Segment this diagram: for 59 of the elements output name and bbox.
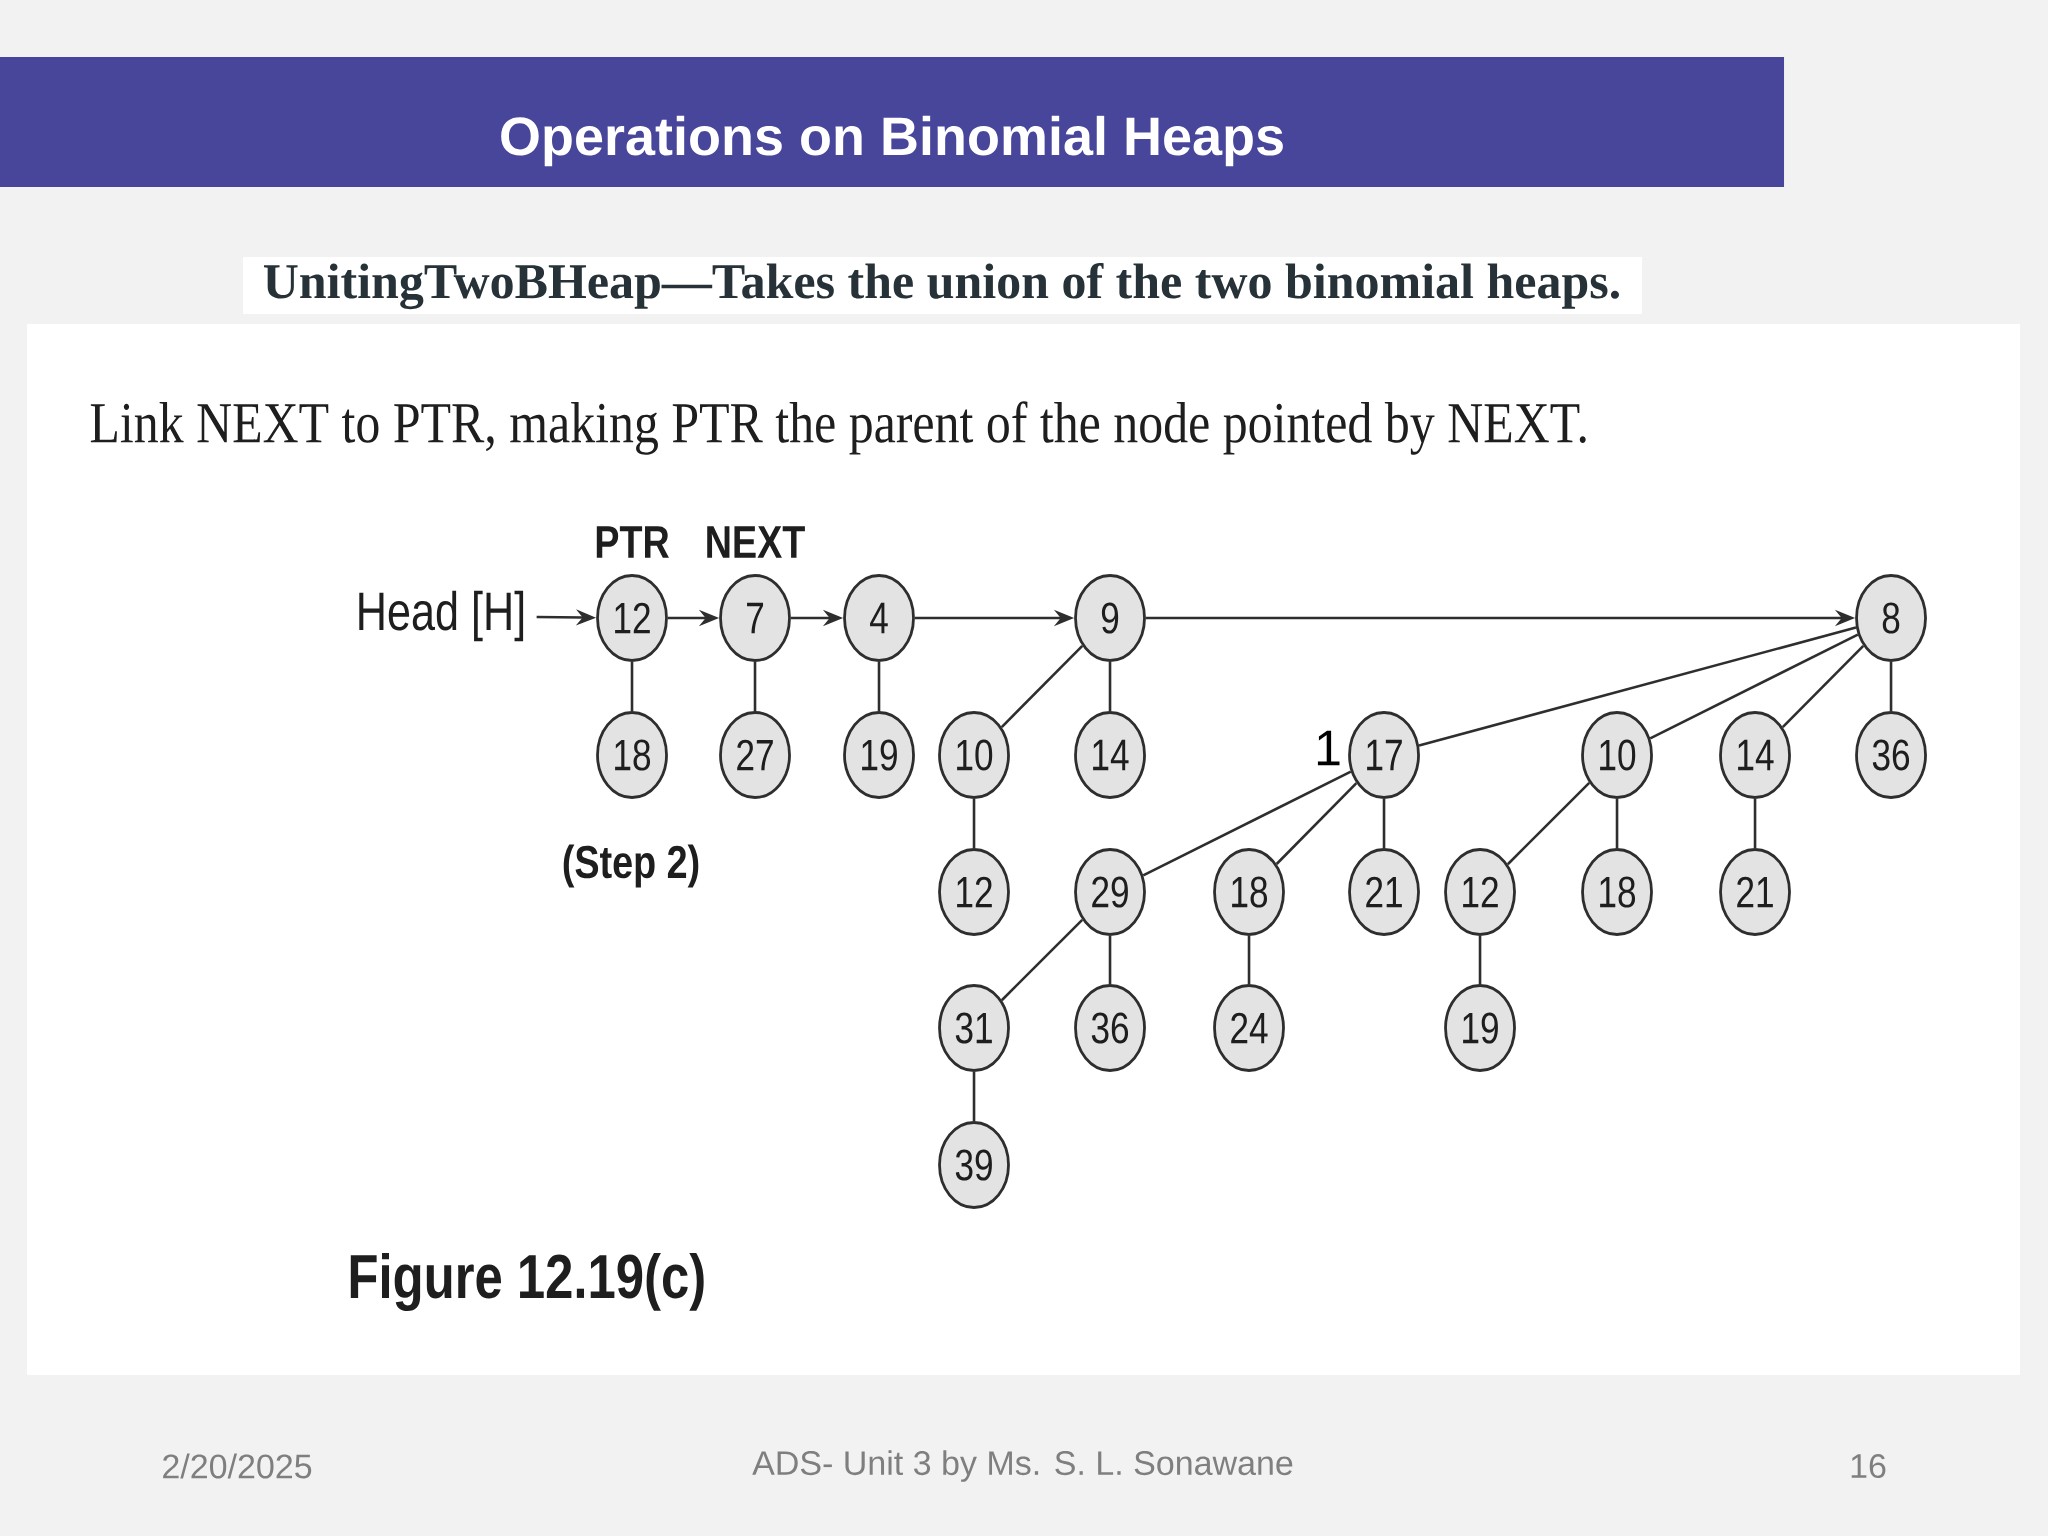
tree-line <box>753 661 757 712</box>
heap-node: 21 <box>1348 848 1420 936</box>
tree-line <box>1382 798 1386 849</box>
heap-node: 8 <box>1855 574 1927 662</box>
heap-node: 21 <box>1719 848 1791 936</box>
tree-line <box>1781 645 1865 728</box>
heap-node: 14 <box>1719 711 1791 799</box>
tree-line <box>1478 935 1482 985</box>
pointer-label: PTR <box>596 526 669 558</box>
tree-line <box>1142 770 1352 877</box>
heap-node: 36 <box>1074 984 1146 1072</box>
tree-line <box>972 1071 976 1122</box>
tree-line <box>1108 661 1112 712</box>
page-number: 16 <box>1851 1454 1886 1479</box>
head-label: Head [H] <box>359 590 524 642</box>
heap-node: 18 <box>1581 848 1653 936</box>
tree-line <box>877 661 881 712</box>
tree-line <box>1418 626 1857 747</box>
heap-node: 9 <box>1074 574 1146 662</box>
heap-node: 36 <box>1855 711 1927 799</box>
heap-node: 4 <box>843 574 915 662</box>
tree-line <box>972 798 976 849</box>
heap-node: 12 <box>938 848 1010 936</box>
heap-node: 39 <box>938 1121 1010 1209</box>
subtitle-text: UnitingTwoBHeap—Takes the union of the two binomial heaps. <box>243 257 1642 314</box>
tree-line <box>1108 935 1112 985</box>
tree-line <box>1506 781 1591 866</box>
tree-line <box>1649 633 1859 740</box>
tree-line <box>1753 798 1757 849</box>
heap-node: 31 <box>938 984 1010 1072</box>
figure-caption: Figure 12.19(c) <box>350 1252 704 1312</box>
tree-line <box>630 661 634 712</box>
tree-line <box>1275 782 1358 865</box>
tree-line <box>1247 935 1251 985</box>
heap-node: 18 <box>596 711 668 799</box>
date-text: 2/20/2025 <box>163 1453 312 1479</box>
heap-node: 18 <box>1213 848 1285 936</box>
tree-line <box>1615 798 1619 849</box>
heap-node: 17 <box>1348 711 1420 799</box>
tree-line <box>1000 918 1084 1002</box>
heap-node: 10 <box>1581 711 1653 799</box>
pointer-label: NEXT <box>707 526 805 558</box>
tree-line <box>1889 661 1893 712</box>
heap-node: 12 <box>596 574 668 662</box>
title-bar: Operations on Binomial Heaps <box>0 57 1785 187</box>
heap-node: 12 <box>1444 848 1516 936</box>
heap-node: 24 <box>1213 984 1285 1072</box>
tree-line <box>1000 645 1084 728</box>
digit-text: 1 <box>1317 730 1340 766</box>
heap-node: 29 <box>1074 848 1146 936</box>
heap-node: 14 <box>1074 711 1146 799</box>
footer-text: ADS- Unit 3 by Ms. S. L. Sonawane <box>752 1450 1293 1482</box>
heap-node: 10 <box>938 711 1010 799</box>
heap-node: 7 <box>719 574 791 662</box>
heap-node: 27 <box>719 711 791 799</box>
heap-node: 19 <box>1444 984 1516 1072</box>
instruction-text: Link NEXT to PTR, making PTR the parent of the node pointed by NEXT. <box>90 401 1586 455</box>
heap-node: 19 <box>843 711 915 799</box>
step-label: (Step 2) <box>563 844 699 888</box>
